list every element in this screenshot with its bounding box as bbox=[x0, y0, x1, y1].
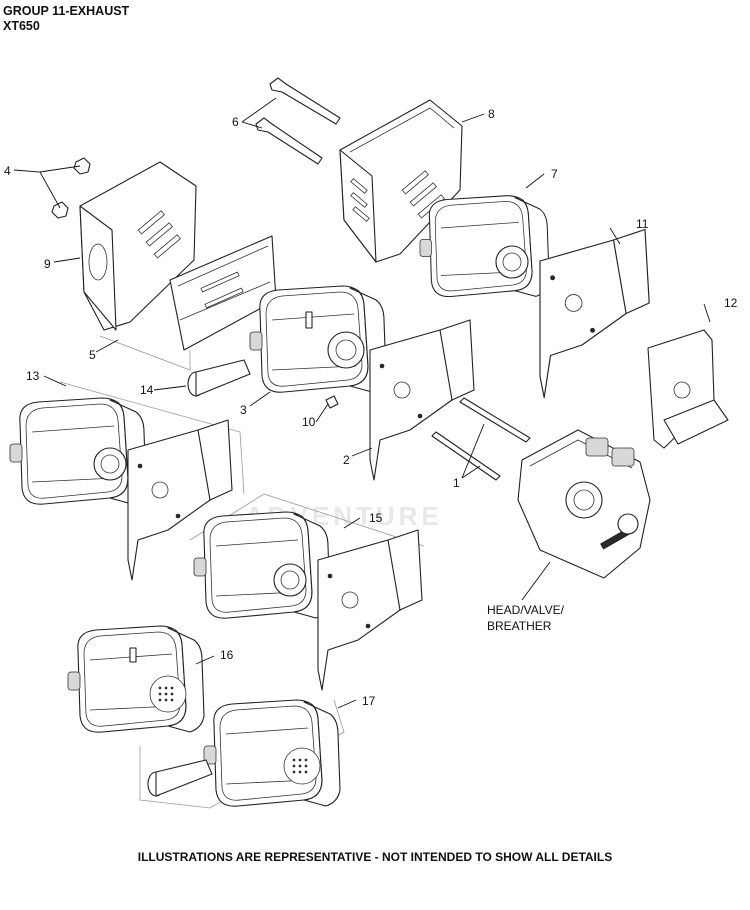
screw-part-10 bbox=[325, 395, 339, 409]
model-title: XT650 bbox=[3, 19, 40, 33]
callout-8: 8 bbox=[488, 107, 495, 121]
callout-15: 15 bbox=[369, 511, 383, 525]
leader-lines bbox=[13, 97, 711, 709]
callout-17: 17 bbox=[362, 694, 376, 708]
gasket-part-11 bbox=[539, 228, 650, 399]
head-label-line2: BREATHER bbox=[487, 619, 552, 633]
nut-part-4 bbox=[51, 157, 91, 219]
muffler-part-3 bbox=[249, 285, 387, 393]
muffler-part-13 bbox=[9, 397, 147, 505]
callout-4: 4 bbox=[4, 164, 11, 178]
muffler-part-15 bbox=[193, 511, 331, 619]
callout-6: 6 bbox=[232, 115, 239, 129]
bracket-part-5 bbox=[169, 235, 277, 351]
callout-16: 16 bbox=[220, 648, 234, 662]
muffler-part-16 bbox=[67, 625, 205, 733]
heat-shield-part-8 bbox=[339, 99, 463, 263]
heat-shield-part-9 bbox=[79, 161, 197, 331]
pin-part-1 bbox=[431, 397, 531, 481]
callout-13: 13 bbox=[26, 369, 40, 383]
spark-arrester-part-17 bbox=[147, 759, 213, 797]
group-title: GROUP 11-EXHAUST bbox=[3, 4, 130, 18]
callout-7: 7 bbox=[551, 167, 558, 181]
bolt-part-6 bbox=[255, 77, 341, 165]
footer-note: ILLUSTRATIONS ARE REPRESENTATIVE - NOT I… bbox=[137, 850, 613, 864]
callout-10: 10 bbox=[302, 415, 316, 429]
gasket-part-15 bbox=[317, 529, 423, 691]
callout-2: 2 bbox=[343, 453, 350, 467]
spark-arrester-part-14 bbox=[187, 359, 251, 397]
muffler-part-7 bbox=[419, 195, 550, 298]
gasket-part-2 bbox=[369, 319, 475, 481]
callout-14: 14 bbox=[140, 383, 154, 397]
callout-9: 9 bbox=[44, 257, 51, 271]
muffler-part-17 bbox=[203, 699, 341, 807]
head-label-line1: HEAD/VALVE/ bbox=[487, 603, 565, 617]
callout-3: 3 bbox=[240, 403, 247, 417]
gasket-part-12 bbox=[647, 329, 729, 449]
callout-11: 11 bbox=[636, 217, 649, 231]
callout-12: 12 bbox=[724, 296, 738, 310]
cylinder-head bbox=[517, 429, 651, 579]
callout-5: 5 bbox=[89, 348, 96, 362]
callout-1: 1 bbox=[453, 476, 460, 490]
